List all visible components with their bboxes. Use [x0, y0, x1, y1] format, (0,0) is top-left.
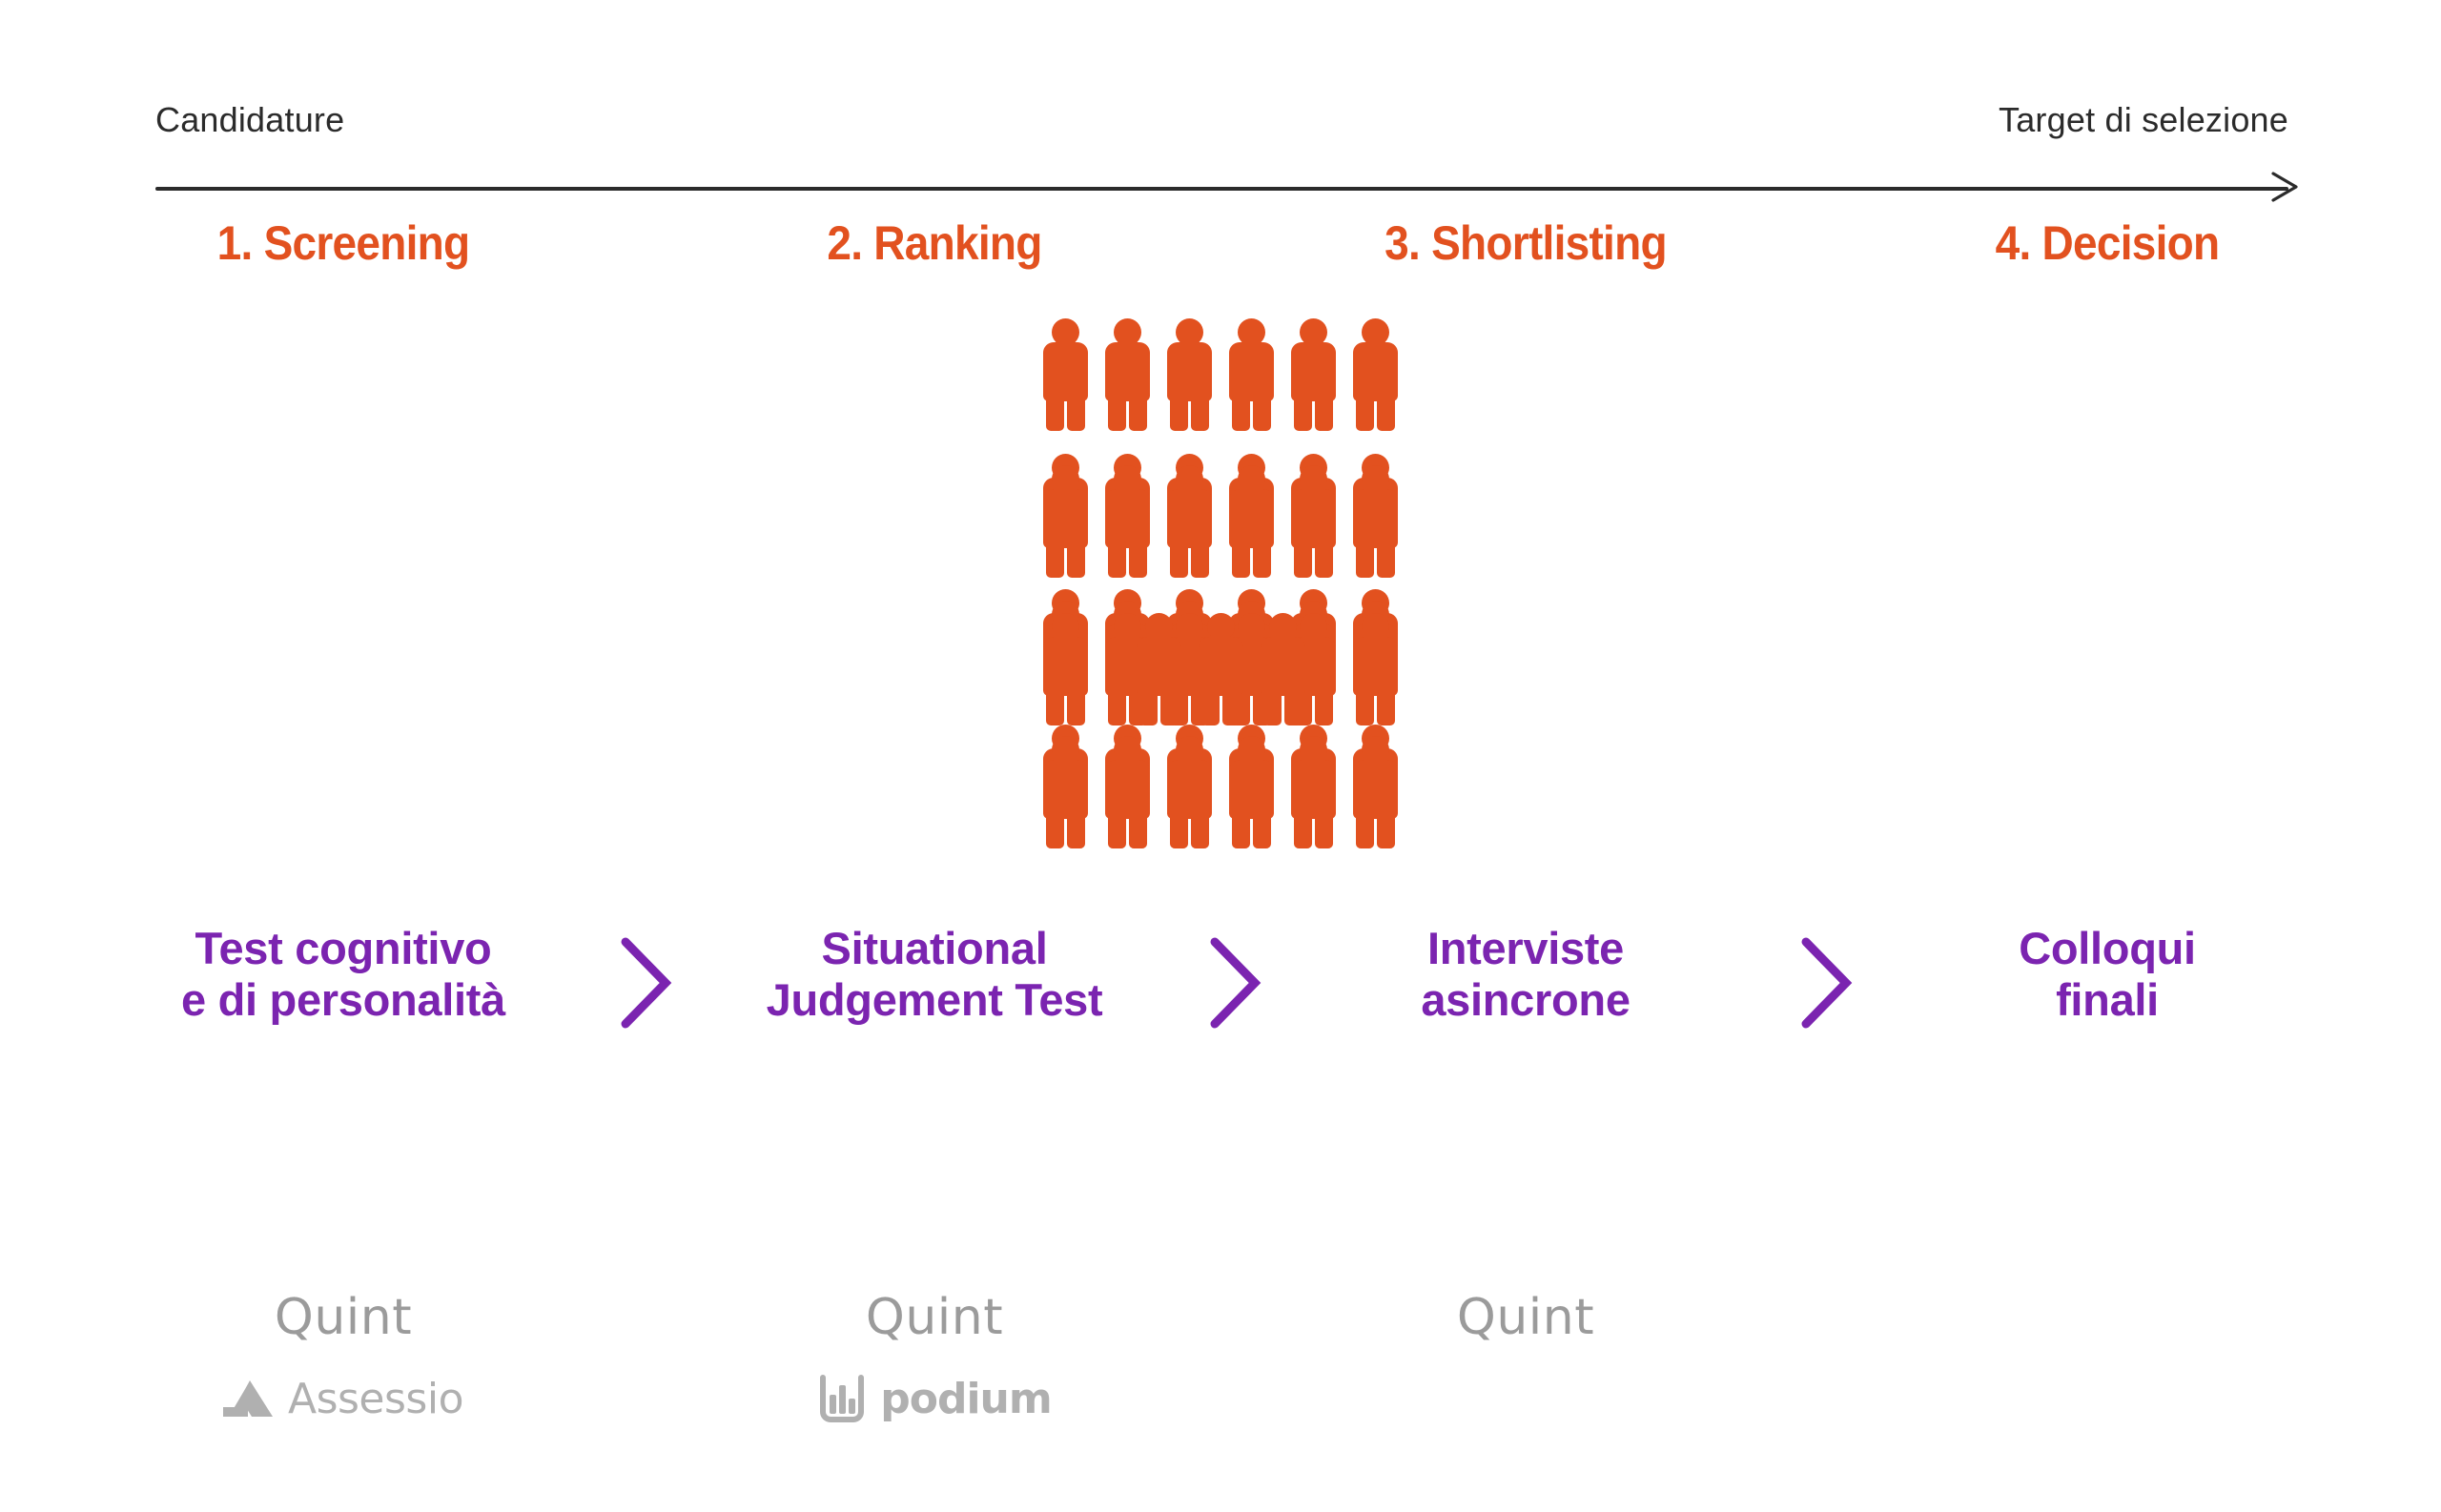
person-icon [1229, 318, 1274, 431]
podium-wordmark: podium [880, 1374, 1052, 1423]
pictogram-group-decision [0, 613, 2441, 725]
pictogram-row [1043, 318, 1398, 431]
vendor-column-1: Quint Assessio [95, 1293, 591, 1428]
arrow-right-icon [2271, 172, 2298, 202]
pictogram-row [1043, 465, 1398, 578]
person-icon [1043, 318, 1088, 431]
method-label-1: Test cognitivo e di personalità [95, 923, 591, 1026]
person-icon [1136, 613, 1181, 725]
method-label-1-line1: Test cognitivo [195, 923, 492, 973]
person-icon [1353, 465, 1398, 578]
person-icon [1167, 736, 1212, 848]
person-icon [1043, 465, 1088, 578]
axis-end-label: Target di selezione [1999, 100, 2288, 139]
person-icon [1167, 318, 1212, 431]
stage-title-2: 2. Ranking [827, 216, 1042, 270]
stage-column-shortlisting: 3. Shortlisting [1278, 215, 1774, 288]
person-icon [1105, 318, 1150, 431]
person-icon [1353, 613, 1398, 725]
person-icon [1291, 465, 1336, 578]
stage-column-screening: 1. Screening [95, 215, 591, 288]
chevron-right-icon [1801, 937, 1853, 1029]
stage-column-decision: 4. Decision [1869, 215, 2346, 288]
vendor-column-4 [1869, 1293, 2346, 1319]
pictogram-row [1136, 613, 1305, 725]
assessio-wordmark: Assessio [287, 1374, 464, 1423]
method-label-3-line2: asincrone [1421, 974, 1631, 1026]
vendor-column-2: Quint podium [687, 1293, 1182, 1428]
stage-title-4: 4. Decision [1995, 216, 2221, 270]
method-label-3: Interviste asincrone [1278, 923, 1774, 1026]
person-icon [1229, 465, 1274, 578]
method-label-2: Situational Judgement Test [687, 923, 1182, 1026]
vendor-logos: Quint Assessio Quint podium [0, 1293, 2441, 1512]
chevron-right-icon [1210, 937, 1262, 1029]
quint-logo: Quint [865, 1289, 1004, 1346]
axis-line [155, 187, 2288, 191]
method-label-2-line1: Situational [821, 923, 1048, 973]
chevron-right-icon [621, 937, 672, 1029]
person-icon [1353, 736, 1398, 848]
method-label-1-line2: e di personalità [181, 974, 505, 1026]
method-label-3-line1: Interviste [1427, 923, 1624, 973]
person-icon [1198, 613, 1243, 725]
person-icon [1105, 736, 1150, 848]
stage-column-ranking: 2. Ranking [687, 215, 1182, 288]
person-icon [1105, 465, 1150, 578]
funnel-axis: Candidature Target di selezione [0, 0, 2441, 219]
assessio-triangle-icon [222, 1380, 273, 1417]
pictogram-row [1043, 736, 1398, 848]
quint-logo: Quint [274, 1289, 413, 1346]
axis-start-label: Candidature [155, 100, 345, 139]
method-label-2-line2: Judgement Test [766, 974, 1103, 1026]
method-labels: Test cognitivo e di personalità Situatio… [0, 923, 2441, 1056]
stage-title-1: 1. Screening [216, 216, 470, 270]
person-icon [1291, 736, 1336, 848]
quint-logo: Quint [1456, 1289, 1595, 1346]
person-icon [1353, 318, 1398, 431]
vendor-column-3: Quint [1278, 1293, 1774, 1369]
person-icon [1043, 613, 1088, 725]
person-icon [1260, 613, 1305, 725]
stage-columns: 1. Screening 2. Ranking 3. Shortlisting … [0, 215, 2441, 1423]
assessio-logo: Assessio [95, 1369, 591, 1428]
person-icon [1291, 318, 1336, 431]
person-icon [1043, 736, 1088, 848]
person-icon [1229, 736, 1274, 848]
podium-logo: podium [687, 1369, 1182, 1428]
stage-title-3: 3. Shortlisting [1385, 216, 1667, 270]
method-label-4: Colloqui finali [1869, 923, 2346, 1026]
podium-bars-icon [820, 1375, 865, 1422]
method-label-4-line2: finali [2056, 974, 2159, 1026]
method-label-4-line1: Colloqui [2019, 923, 2196, 973]
person-icon [1167, 465, 1212, 578]
